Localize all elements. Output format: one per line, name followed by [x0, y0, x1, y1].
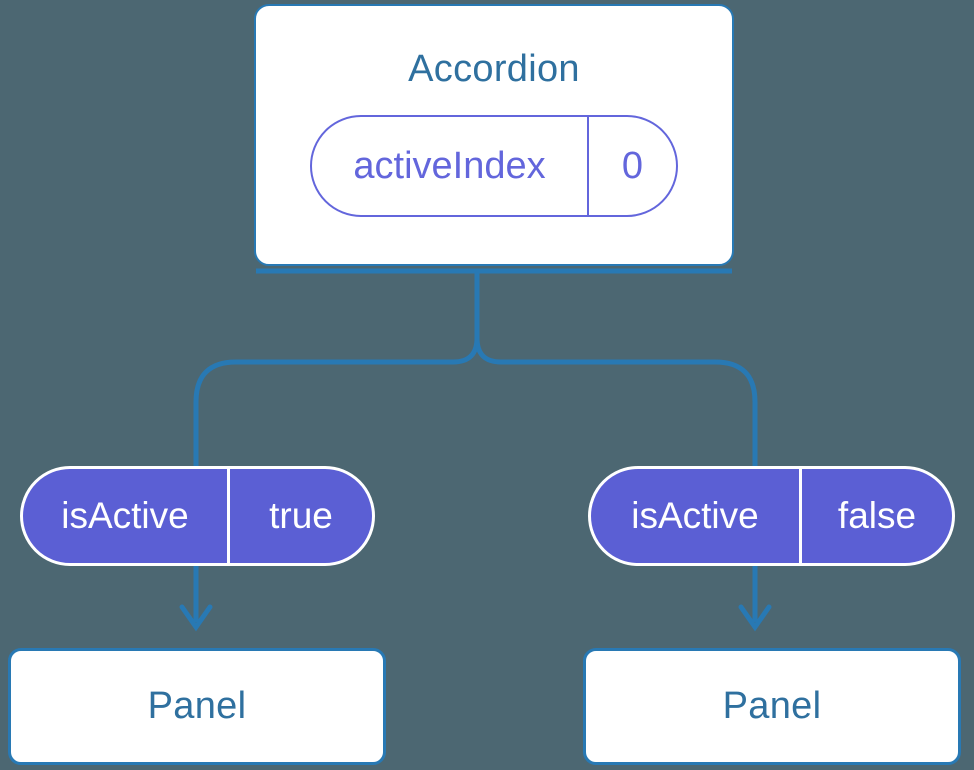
- arrowhead-left-icon: [179, 604, 213, 632]
- prop-pill-isactive-false: isActive false: [588, 466, 955, 566]
- accordion-node-title: Accordion: [408, 48, 580, 90]
- state-pill-value: 0: [621, 144, 644, 187]
- panel-node-right: Panel: [583, 648, 961, 765]
- panel-node-left: Panel: [8, 648, 386, 765]
- branch-line-left: [193, 269, 480, 622]
- state-pill-activeindex: activeIndex 0: [310, 115, 678, 217]
- prop-pill-label: isActive: [591, 469, 802, 563]
- panel-node-title: Panel: [722, 685, 822, 727]
- prop-pill-value: true: [269, 495, 333, 536]
- prop-pill-value: false: [837, 495, 917, 536]
- arrowhead-right-icon: [738, 604, 772, 632]
- accordion-node: Accordion activeIndex 0: [254, 4, 734, 266]
- branch-line-right: [474, 269, 758, 622]
- state-pill-label: activeIndex: [312, 117, 589, 215]
- panel-node-title: Panel: [147, 685, 247, 727]
- prop-pill-label: isActive: [23, 469, 230, 563]
- prop-pill-isactive-true: isActive true: [20, 466, 375, 566]
